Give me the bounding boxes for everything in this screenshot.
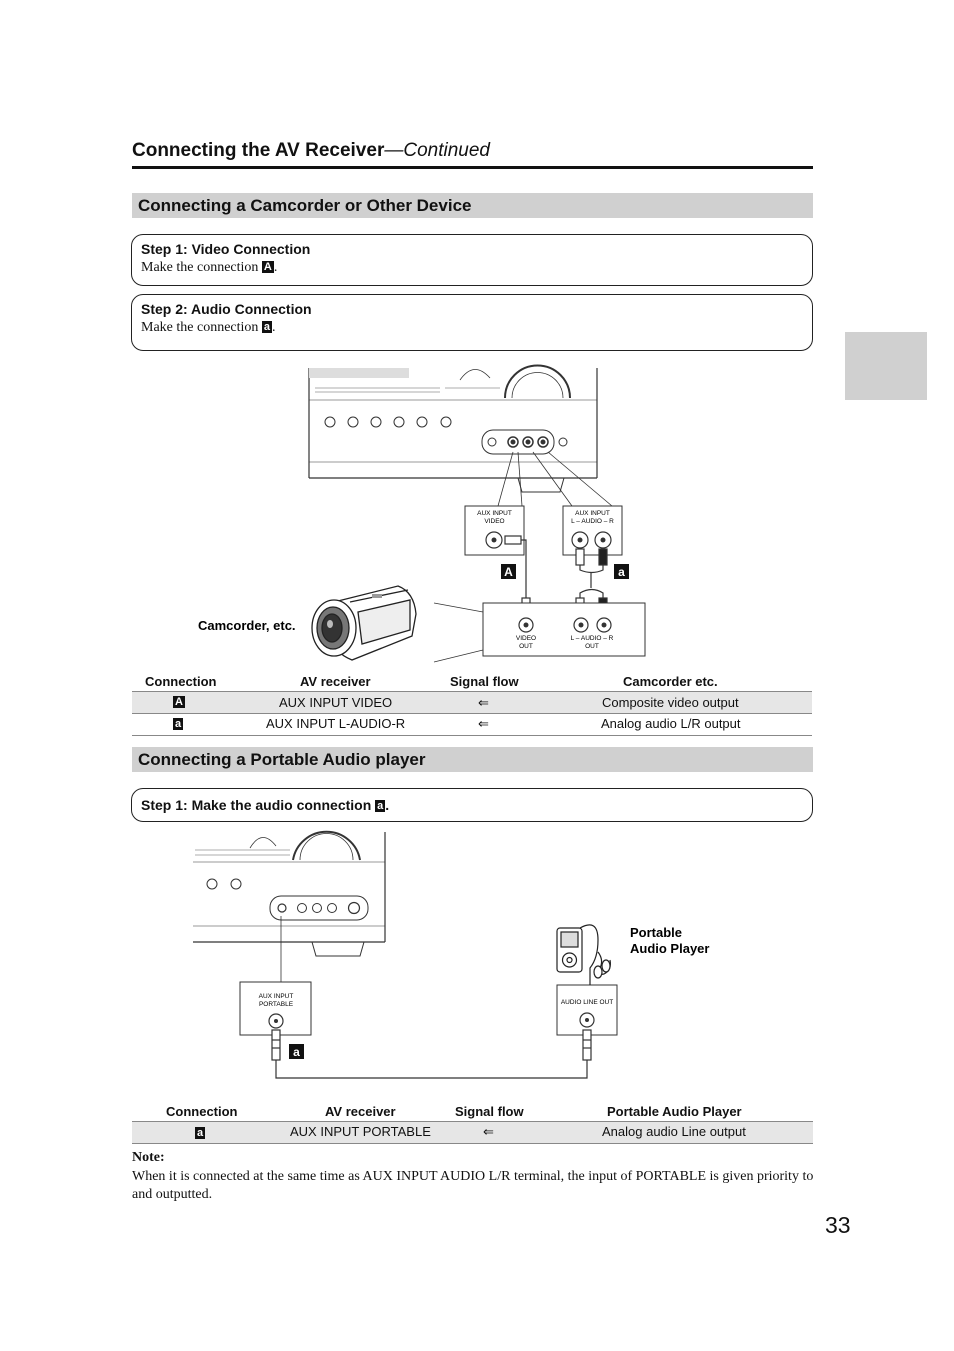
svg-text:a: a (618, 565, 625, 579)
aux-input-video-label: AUX INPUT (477, 510, 512, 517)
row-receiver: AUX INPUT VIDEO (279, 695, 393, 710)
step1-video-box: Step 1: Video Connection Make the connec… (131, 234, 813, 286)
audio-out-label: L – AUDIO – R (571, 635, 614, 642)
table-row: a AUX INPUT PORTABLE ⇐ Analog audio Line… (132, 1122, 813, 1143)
table2-header-device: Portable Audio Player (607, 1104, 742, 1119)
diagram-badge-a (289, 1044, 304, 1059)
camcorder-icon (311, 585, 417, 661)
section-title-camcorder: Connecting a Camcorder or Other Device (132, 193, 813, 218)
step1-portable-title: Step 1: Make the audio connection a. (141, 797, 390, 813)
diagram-badge-A (501, 564, 516, 579)
audio-jack-r-icon (594, 531, 612, 549)
aux-input-audio-label2: L – AUDIO – R (571, 518, 614, 525)
table1-header-device: Camcorder etc. (623, 674, 718, 689)
row-receiver: AUX INPUT PORTABLE (290, 1124, 431, 1139)
video-out-label2: OUT (519, 643, 533, 650)
badge-A: A (261, 261, 274, 273)
aux-audio-callout (562, 505, 623, 556)
badge-a: a (375, 800, 386, 812)
audio-out-label2: OUT (585, 643, 599, 650)
side-tab (845, 332, 927, 400)
aux-portable-label2: PORTABLE (259, 1001, 294, 1008)
note-title: Note: (132, 1150, 165, 1165)
aux-input-audio-label: AUX INPUT (575, 510, 610, 517)
audio-line-out-label: AUDIO LINE OUT (561, 999, 613, 1006)
row-badge-a: a (195, 1127, 206, 1139)
table-row: a AUX INPUT L-AUDIO-R ⇐ Analog audio L/R… (132, 714, 812, 735)
table1-header-connection: Connection (145, 674, 217, 689)
row-badge-A: A (173, 696, 185, 708)
table2-rule-bottom (132, 1143, 813, 1144)
table1-rule-bottom (132, 735, 812, 736)
step1-portable-box: Step 1: Make the audio connection a. (131, 788, 813, 822)
badge-a: a (261, 321, 273, 333)
audio-jack-l-icon (571, 531, 589, 549)
svg-text:a: a (293, 1045, 300, 1059)
table1-header-flow: Signal flow (450, 674, 519, 689)
portable-player-icon (556, 924, 611, 985)
video-out-label: VIDEO (516, 635, 536, 642)
aux-input-video-label2: VIDEO (484, 518, 504, 525)
aux-portable-callout (239, 981, 312, 1036)
table1-rule-top (132, 691, 812, 692)
row-badge-a: a (173, 718, 184, 730)
aux-video-callout (464, 505, 525, 556)
row-flow-arrow-icon: ⇐ (478, 695, 489, 710)
camcorder-label: Camcorder, etc. (198, 618, 296, 633)
table2-rule-top (132, 1121, 813, 1122)
player-label: Portable (630, 925, 682, 940)
diagram-badge-a (614, 564, 629, 579)
camcorder-output-callout (482, 602, 646, 657)
audio-out-r-jack-icon (596, 617, 612, 633)
table1-rule-mid (132, 713, 812, 714)
receiver-front-panel (193, 830, 386, 957)
line-out-jack-icon (579, 1012, 595, 1028)
step2-audio-box: Step 2: Audio Connection Make the connec… (131, 294, 813, 351)
audio-out-l-jack-icon (573, 617, 589, 633)
step1-text: Make the connection A. (141, 260, 278, 275)
table-row: A AUX INPUT VIDEO ⇐ Composite video outp… (132, 692, 812, 713)
step2-text: Make the connection a. (141, 320, 276, 335)
title-rule (132, 166, 813, 169)
table2-header-connection: Connection (166, 1104, 238, 1119)
table2-header-receiver: AV receiver (325, 1104, 396, 1119)
row-receiver: AUX INPUT L-AUDIO-R (266, 716, 406, 731)
video-out-jack-icon (518, 617, 534, 633)
step1-title: Step 1: Video Connection (141, 241, 311, 257)
step2-title: Step 2: Audio Connection (141, 301, 312, 317)
table1-header-receiver: AV receiver (300, 674, 371, 689)
svg-text:A: A (504, 565, 513, 579)
mini-jack-cable-icon (271, 1029, 592, 1079)
table2-header-flow: Signal flow (455, 1104, 524, 1119)
row-flow-arrow-icon: ⇐ (478, 716, 489, 731)
section-title-portable: Connecting a Portable Audio player (132, 747, 813, 772)
row-device: Composite video output (602, 695, 739, 710)
page-title: Connecting the AV Receiver—Continued (132, 140, 490, 161)
receiver-front-panel (308, 364, 598, 493)
row-device: Analog audio Line output (602, 1124, 746, 1139)
row-flow-arrow-icon: ⇐ (483, 1124, 494, 1139)
page-number: 33 (825, 1212, 851, 1238)
aux-portable-label: AUX INPUT (259, 993, 294, 1000)
video-jack-icon (485, 531, 503, 549)
portable-jack-icon (268, 1013, 284, 1029)
row-device: Analog audio L/R output (601, 716, 741, 731)
player-label2: Audio Player (630, 941, 709, 956)
note-text: When it is connected at the same time as… (132, 1169, 814, 1202)
